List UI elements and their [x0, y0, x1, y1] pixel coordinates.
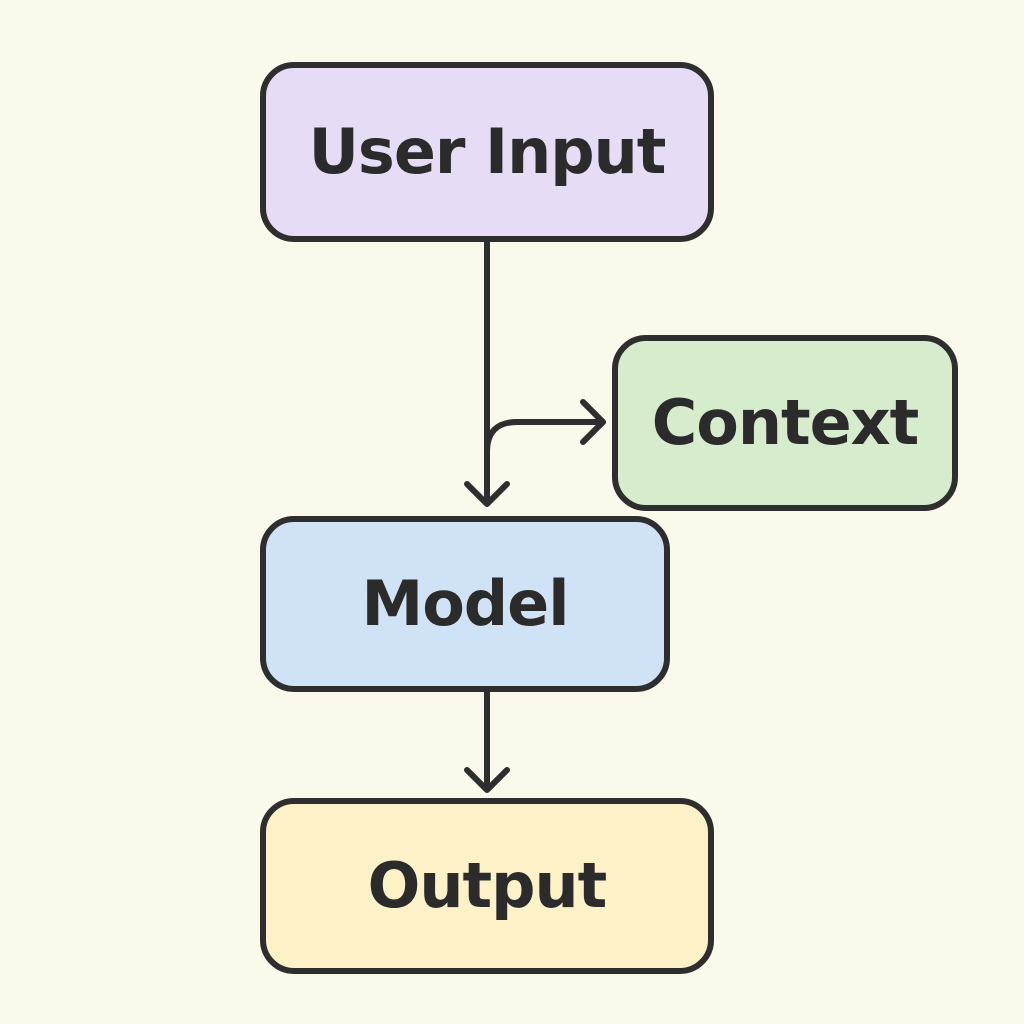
context-label: Context [651, 386, 920, 459]
model-label: Model [361, 567, 570, 640]
arrow-user-input-to-context [484, 419, 606, 455]
model-node: Model [260, 516, 670, 692]
arrowhead-model [464, 481, 510, 507]
context-node: Context [612, 335, 958, 511]
arrowhead-context [580, 399, 606, 445]
user-input-node: User Input [260, 62, 714, 242]
output-node: Output [260, 798, 714, 974]
output-label: Output [367, 849, 608, 922]
user-input-label: User Input [308, 115, 667, 188]
arrowhead-output [464, 767, 510, 793]
